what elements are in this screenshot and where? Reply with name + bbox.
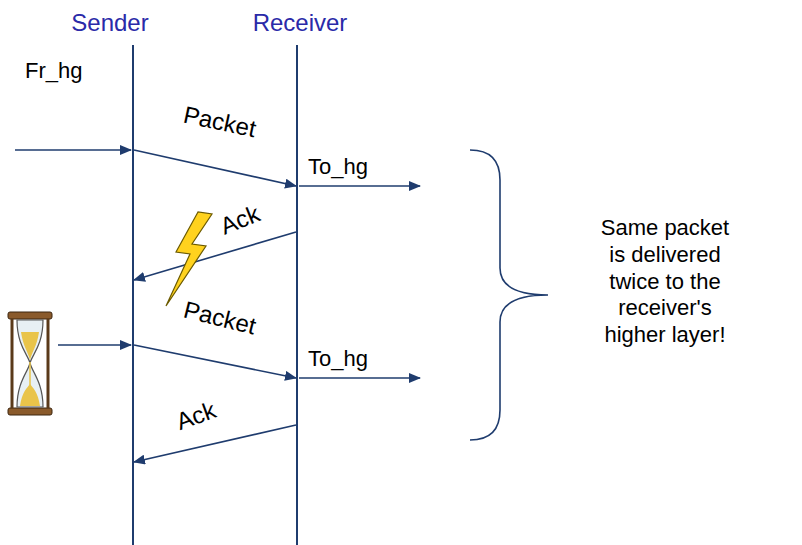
message-label: Ack xyxy=(216,200,264,241)
lifeline-heading: Sender xyxy=(71,9,148,37)
lightning-symbol xyxy=(166,212,212,306)
input-arrow xyxy=(15,149,131,151)
input-label: Fr_hg xyxy=(25,58,82,84)
timeout-arrow xyxy=(58,344,131,346)
message-arrow xyxy=(134,150,296,186)
note-text: Same packet is delivered twice to the re… xyxy=(592,215,738,349)
message-label: Ack xyxy=(172,396,219,436)
message-label: Packet xyxy=(181,101,259,144)
output-arrow xyxy=(299,185,420,187)
output-label: To_hg xyxy=(308,154,368,180)
lifeline-heading: Receiver xyxy=(253,9,348,37)
message-arrow xyxy=(134,232,296,280)
output-arrow xyxy=(299,377,420,379)
hourglass-symbol xyxy=(8,312,52,415)
message-arrow xyxy=(134,345,296,378)
message-label: Packet xyxy=(181,296,259,341)
output-label: To_hg xyxy=(308,346,368,372)
lifeline: Sender xyxy=(132,45,134,545)
brace xyxy=(470,150,548,440)
message-arrow xyxy=(134,425,296,462)
lifeline: Receiver xyxy=(296,45,298,545)
